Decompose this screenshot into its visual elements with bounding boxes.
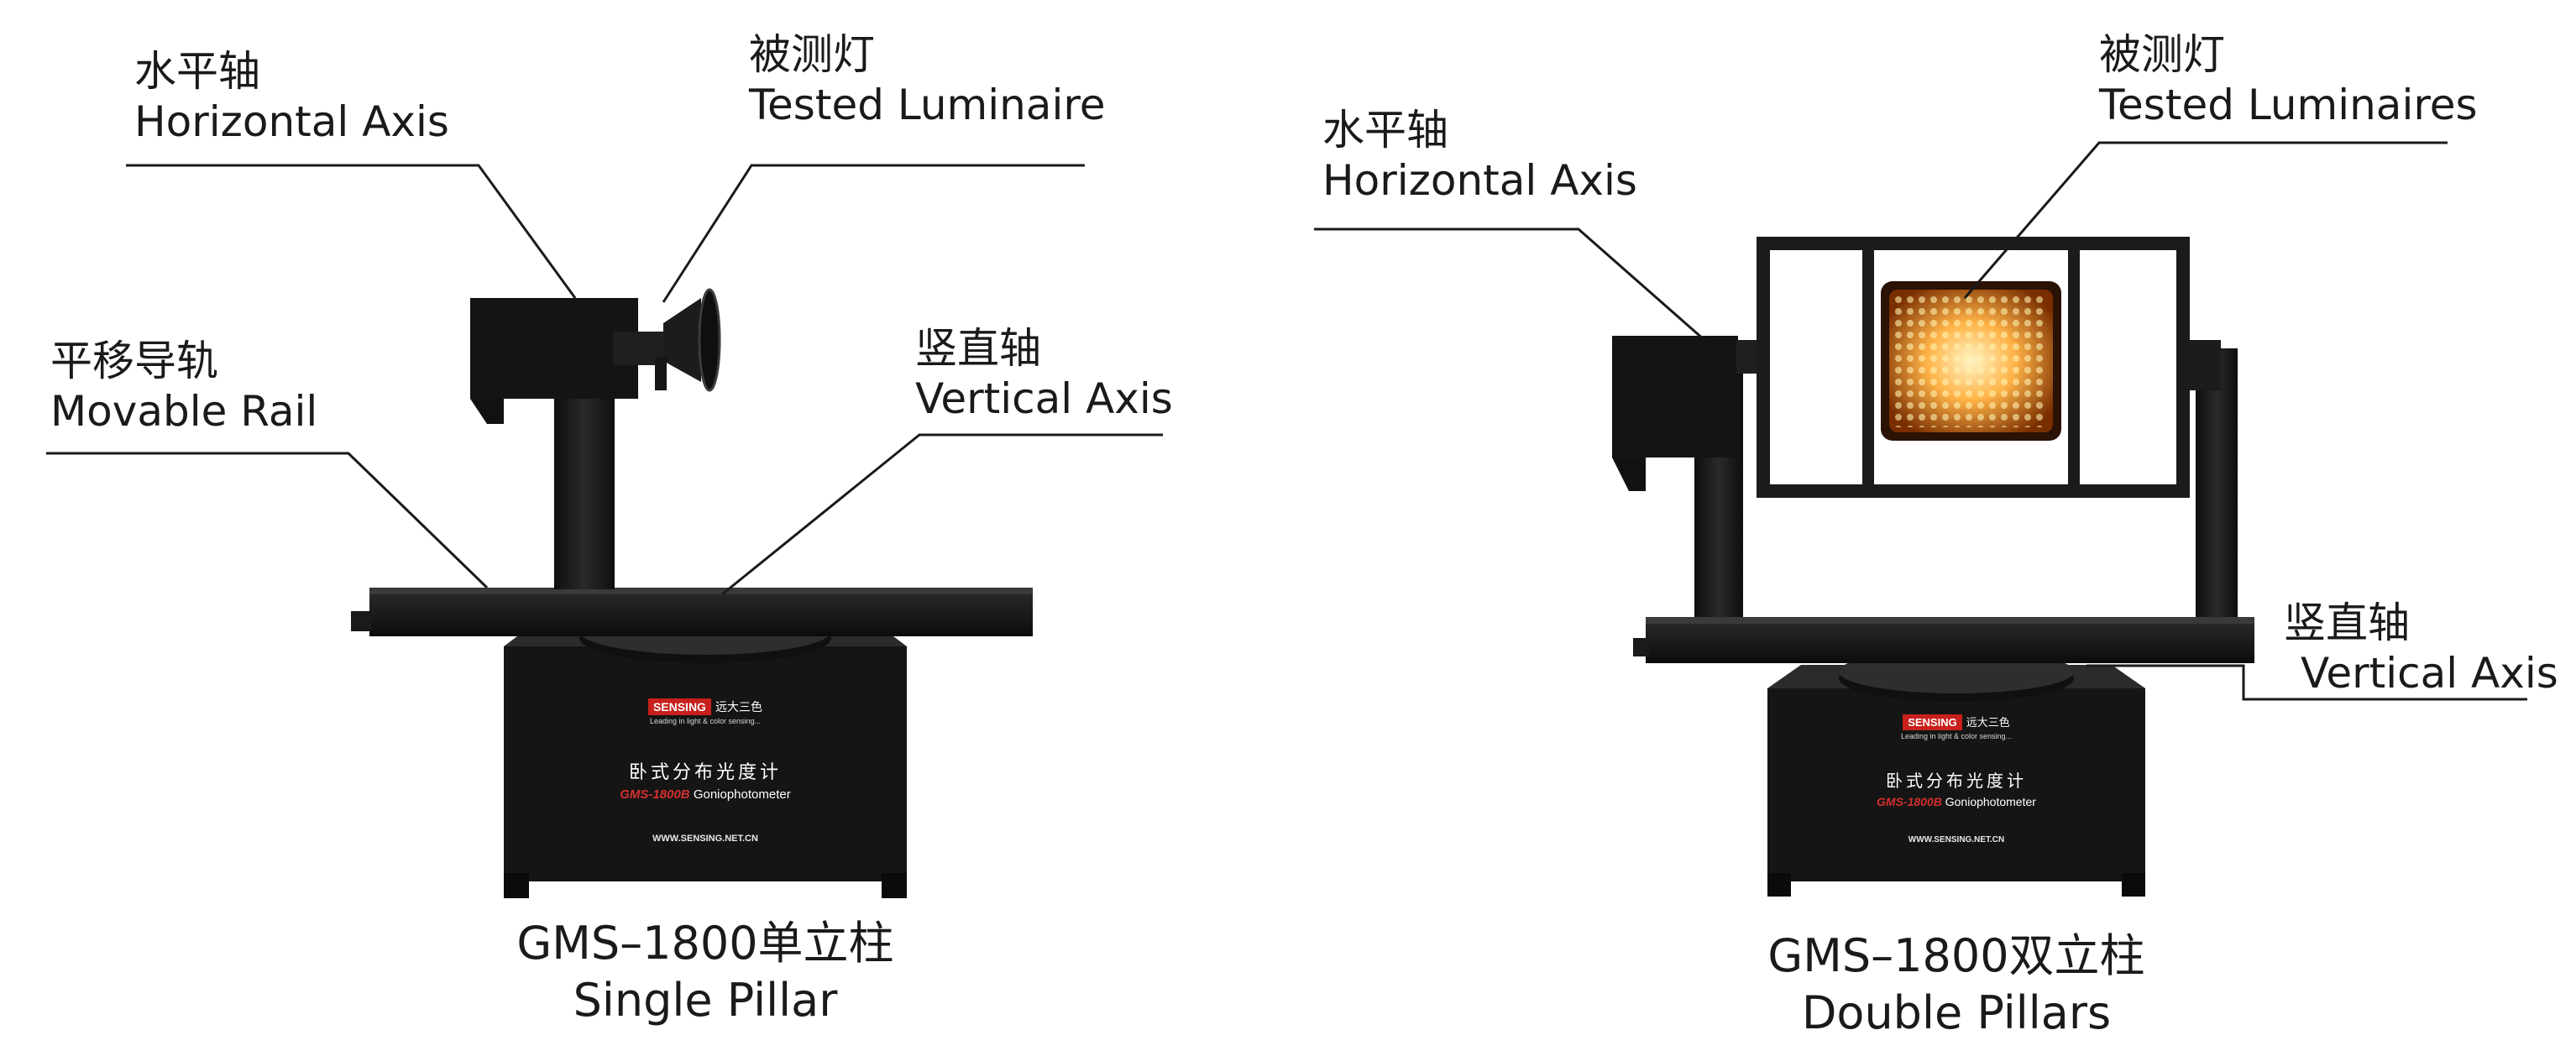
- brand-product-name: 卧式分布光度计: [628, 762, 782, 783]
- left-rail-handle: [351, 611, 371, 631]
- right-vertical-axis-zh: 竖直轴: [2284, 599, 2410, 647]
- left-vertical-axis-zh: 竖直轴: [915, 324, 1041, 373]
- left-luminaire-stand: [655, 357, 667, 390]
- left-vertical-axis-en: Vertical Axis: [915, 374, 1173, 423]
- left-brand-logo-row: SENSING 远大三色: [647, 698, 763, 715]
- brand-url: WWW.SENSING.NET.CN: [1908, 835, 2005, 844]
- right-label-tested-luminaires: 被测灯 Tested Luminaires: [2099, 29, 2478, 130]
- right-caption-model: GMS–1800双立柱: [1767, 929, 2145, 982]
- left-tested-luminaire-zh: 被测灯: [749, 30, 875, 79]
- brand-logo: SENSING: [647, 698, 711, 715]
- left-leader-horizontal-axis: [126, 164, 577, 299]
- left-rail-edge: [369, 588, 1033, 594]
- left-movable-rail-zh: 平移导轨: [50, 337, 218, 385]
- left-horizontal-axis-en: Horizontal Axis: [134, 97, 449, 146]
- left-luminaire-lens: [698, 288, 721, 392]
- left-base-cabinet: [504, 646, 907, 881]
- left-leader-vertical-axis: [721, 433, 1163, 596]
- brand-tagline: Leading in light & color sensing...: [649, 717, 762, 725]
- right-vertical-axis-en: Vertical Axis: [2301, 649, 2558, 698]
- brand-tagline: Leading in light & color sensing...: [1900, 732, 2013, 740]
- right-leader-tested-luminaires: [1963, 141, 2448, 299]
- left-label-vertical-axis: 竖直轴 Vertical Axis: [915, 323, 1173, 424]
- right-base-branding: SENSING 远大三色 Leading in light & color se…: [1793, 714, 2120, 844]
- right-label-vertical-axis: 竖直轴 Vertical Axis: [2284, 598, 2558, 698]
- left-movable-rail-en: Movable Rail: [50, 387, 318, 436]
- brand-model-number: GMS-1800B: [1877, 795, 1942, 808]
- right-device: [1314, 141, 2527, 897]
- right-right-pillar: [2196, 348, 2238, 617]
- right-axis-head: [1612, 336, 1738, 458]
- left-base-foot: [882, 873, 907, 898]
- right-rail-edge: [1646, 617, 2254, 624]
- right-leader-vertical-axis: [2086, 664, 2527, 701]
- left-leader-movable-rail: [46, 452, 489, 589]
- left-label-tested-luminaire: 被测灯 Tested Luminaire: [749, 29, 1106, 130]
- brand-logo-zh: 远大三色: [1966, 717, 2010, 729]
- right-base-cabinet: [1767, 688, 2145, 881]
- right-led-array: [1894, 295, 2048, 427]
- left-tested-luminaire-en: Tested Luminaire: [749, 81, 1106, 129]
- left-device: [46, 164, 1163, 898]
- right-caption-type: Double Pillars: [1801, 986, 2112, 1039]
- left-label-movable-rail: 平移导轨 Movable Rail: [50, 336, 317, 437]
- right-luminaire-frame: [1757, 237, 2190, 498]
- right-axis-head-lower: [1612, 458, 1646, 491]
- brand-model: GMS-1800B Goniophotometer: [1793, 795, 2120, 808]
- brand-model-suffix: Goniophotometer: [1945, 795, 2036, 808]
- left-movable-rail: [369, 588, 1033, 636]
- brand-logo: SENSING: [1903, 714, 1962, 730]
- left-base-branding: SENSING 远大三色 Leading in light & color se…: [537, 698, 873, 844]
- right-base-foot: [1767, 873, 1791, 897]
- right-horizontal-axis-en: Horizontal Axis: [1322, 156, 1637, 205]
- right-brand-logo-row: SENSING 远大三色: [1903, 714, 2010, 730]
- right-base-foot: [2122, 873, 2145, 897]
- brand-url: WWW.SENSING.NET.CN: [652, 834, 758, 844]
- left-caption-type: Single Pillar: [573, 974, 838, 1027]
- left-luminaire-body: [663, 298, 701, 382]
- left-label-horizontal-axis: 水平轴 Horizontal Axis: [134, 46, 449, 147]
- brand-model-suffix: Goniophotometer: [693, 787, 791, 802]
- left-base-foot: [504, 873, 529, 898]
- brand-logo-zh: 远大三色: [715, 701, 763, 714]
- right-rail: [1646, 617, 2254, 663]
- right-tested-luminaires-zh: 被测灯: [2099, 30, 2225, 79]
- right-caption: GMS–1800双立柱 Double Pillars: [1730, 928, 2183, 1042]
- right-tested-luminaires-en: Tested Luminaires: [2099, 81, 2478, 129]
- left-axis-head-lower: [470, 399, 504, 424]
- left-caption-model: GMS–1800单立柱: [516, 917, 894, 970]
- right-rail-handle: [1633, 638, 1650, 656]
- brand-model-number: GMS-1800B: [620, 787, 690, 802]
- right-horizontal-axis-zh: 水平轴: [1322, 106, 1448, 154]
- right-label-horizontal-axis: 水平轴 Horizontal Axis: [1322, 105, 1637, 206]
- brand-model: GMS-1800B Goniophotometer: [537, 787, 873, 802]
- brand-product-name: 卧式分布光度计: [1886, 771, 2027, 791]
- left-caption: GMS–1800单立柱 Single Pillar: [470, 915, 940, 1029]
- left-leader-tested-luminaire: [662, 164, 1085, 303]
- right-leader-horizontal-axis: [1314, 227, 1705, 342]
- left-axis-head: [470, 298, 638, 399]
- left-horizontal-axis-zh: 水平轴: [134, 47, 260, 96]
